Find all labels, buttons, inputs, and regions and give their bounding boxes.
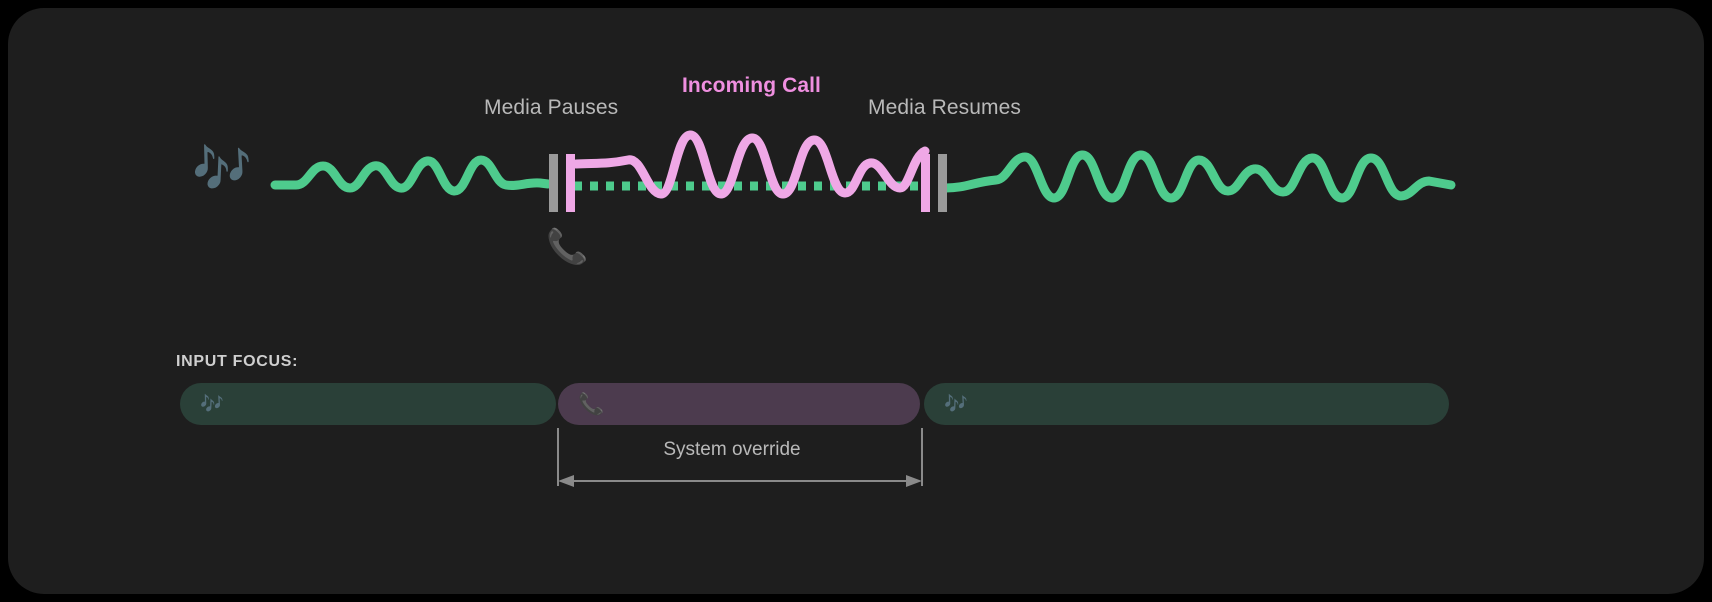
focus-segment-media-after[interactable]: 🎶 bbox=[924, 383, 1449, 425]
focus-segment-call-override[interactable]: 📞 bbox=[558, 383, 920, 425]
input-focus-row: 🎶 📞 🎶 bbox=[8, 383, 1704, 425]
pause-marker-pink bbox=[566, 154, 575, 212]
phone-handset-icon: 📞 bbox=[546, 228, 589, 266]
music-notes-icon: 🎶 bbox=[200, 393, 224, 415]
resume-marker-pink bbox=[921, 154, 930, 212]
call-wave bbox=[571, 130, 930, 199]
system-override-text: System override bbox=[663, 439, 801, 460]
media-wave-after bbox=[941, 150, 1456, 203]
illustration-card: Media Pauses Incoming Call Media Resumes… bbox=[8, 8, 1704, 594]
label-media-pauses: Media Pauses bbox=[484, 96, 619, 119]
system-override-label: System override bbox=[8, 439, 1704, 461]
label-incoming-call: Incoming Call bbox=[682, 74, 821, 97]
media-wave-before bbox=[270, 155, 553, 196]
input-focus-title: INPUT FOCUS: bbox=[176, 353, 299, 370]
waveform-layer bbox=[270, 130, 1456, 487]
music-notes-icon: 🎶 bbox=[944, 393, 968, 415]
override-arrow bbox=[558, 475, 922, 487]
resume-marker-grey bbox=[938, 154, 947, 212]
music-notes-icon: 🎶 bbox=[192, 143, 252, 196]
focus-segment-media-before[interactable]: 🎶 bbox=[180, 383, 556, 425]
label-media-resumes: Media Resumes bbox=[868, 96, 1022, 119]
phone-handset-icon: 📞 bbox=[578, 392, 605, 416]
pause-marker-grey bbox=[549, 154, 558, 212]
timeline-stage: Media Pauses Incoming Call Media Resumes… bbox=[8, 8, 1704, 594]
